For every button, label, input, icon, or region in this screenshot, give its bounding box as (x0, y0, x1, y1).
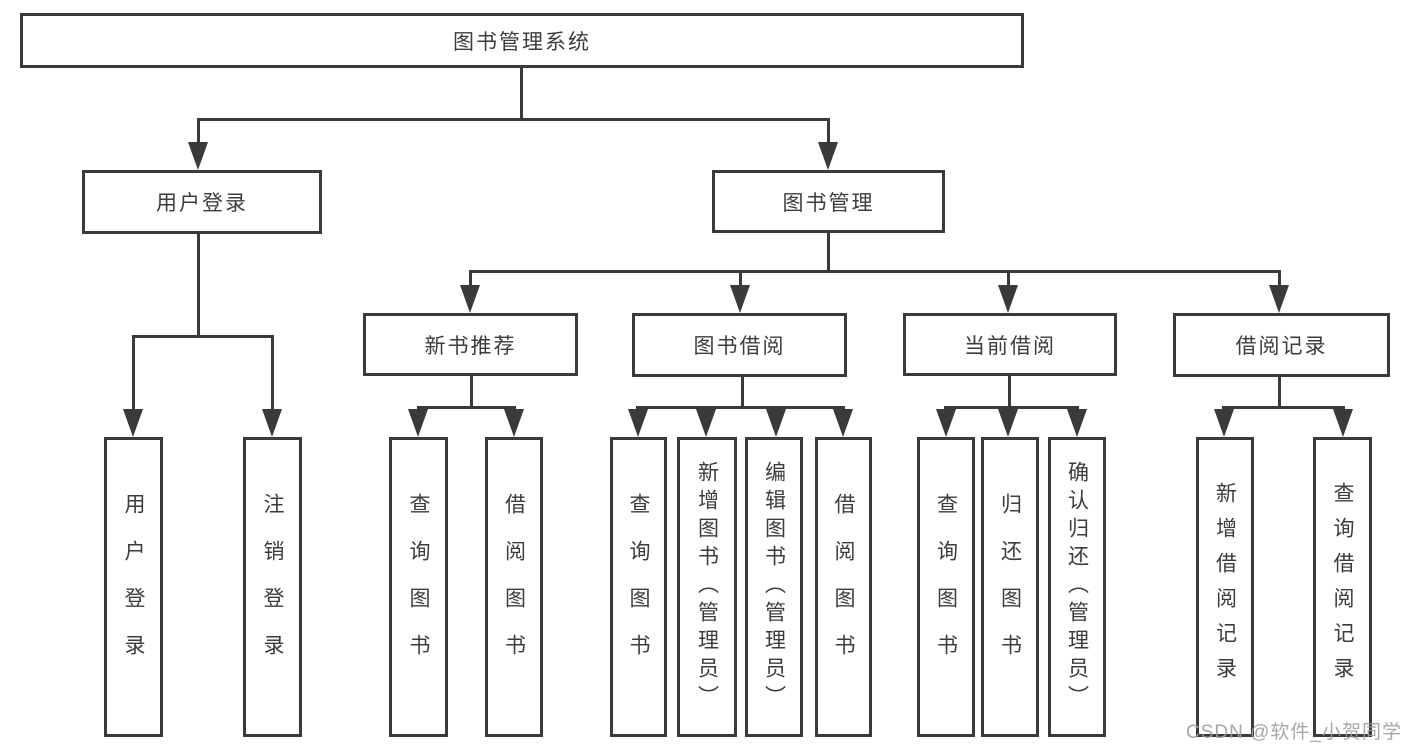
node-label: 借阅记录 (1235, 335, 1328, 358)
arrowhead-down (628, 409, 648, 437)
node-label: 借阅图书 (832, 493, 855, 681)
connector-vline (827, 118, 830, 146)
node-root-library-system: 图书管理系统 (20, 13, 1024, 68)
node-label: 查询图书 (627, 493, 650, 681)
leaf-user-login: 用户登录 (104, 437, 163, 737)
node-user-login: 用户登录 (82, 170, 322, 234)
arrowhead-down (766, 409, 786, 437)
node-label: 查询图书 (407, 493, 430, 681)
connector-hline (636, 406, 845, 409)
connector-vline (132, 335, 135, 411)
arrowhead-down (730, 285, 750, 313)
connector-hline (944, 406, 1079, 409)
connector-hline (132, 335, 274, 338)
leaf-return-books: 归还图书 (981, 437, 1039, 737)
node-label: 图书管理系统 (453, 30, 591, 54)
arrowhead-down (818, 142, 838, 170)
arrowhead-down (696, 409, 716, 437)
connector-vline (197, 118, 200, 146)
node-book-borrowing: 图书借阅 (632, 313, 847, 377)
connector-vline (520, 68, 523, 120)
arrowhead-down (460, 285, 480, 313)
arrowhead-down (262, 409, 282, 437)
leaf-logout: 注销登录 (243, 437, 302, 737)
leaf-query-borrow-record: 查询借阅记录 (1313, 437, 1372, 737)
connector-vline (469, 270, 472, 287)
leaf-query-books-recommend: 查询图书 (389, 437, 448, 737)
node-new-book-recommendation: 新书推荐 (363, 313, 578, 376)
node-borrowing-records: 借阅记录 (1173, 313, 1390, 377)
node-label: 用户登录 (122, 493, 145, 681)
node-label: 归还图书 (998, 493, 1022, 681)
arrowhead-down (936, 409, 956, 437)
connector-vline (827, 233, 830, 272)
node-book-management: 图书管理 (712, 170, 945, 233)
arrowhead-down (1269, 285, 1289, 313)
leaf-edit-books-admin: 编辑图书（管理员） (745, 437, 803, 737)
connector-vline (271, 335, 274, 411)
connector-vline (197, 234, 200, 337)
leaf-query-books-current: 查询图书 (917, 437, 975, 737)
leaf-query-books-borrow: 查询图书 (610, 437, 667, 737)
node-label: 确认归还（管理员） (1065, 461, 1089, 713)
leaf-add-borrow-record: 新增借阅记录 (1196, 437, 1254, 737)
node-label: 新书推荐 (424, 334, 517, 358)
connector-hline (197, 118, 830, 121)
arrowhead-down (408, 409, 428, 437)
connector-vline (741, 377, 744, 408)
node-label: 用户登录 (156, 192, 248, 215)
node-label: 图书借阅 (693, 335, 786, 358)
connector-vline (470, 375, 473, 408)
arrowhead-down (833, 409, 853, 437)
arrowhead-down (1067, 409, 1087, 437)
connector-hline (417, 406, 516, 409)
node-current-borrowing: 当前借阅 (903, 313, 1117, 376)
arrowhead-down (998, 285, 1018, 313)
leaf-borrow-books-recommend: 借阅图书 (485, 437, 543, 737)
arrowhead-down (188, 142, 208, 170)
leaf-add-books-admin: 新增图书（管理员） (677, 437, 737, 737)
arrowhead-down (1333, 409, 1353, 437)
node-label: 新增图书（管理员） (695, 461, 719, 713)
arrowhead-down (504, 409, 524, 437)
leaf-confirm-return-admin: 确认归还（管理员） (1048, 437, 1106, 737)
csdn-watermark: CSDN @软件_小贺同学 (1186, 722, 1402, 743)
node-label: 新增借阅记录 (1213, 482, 1237, 692)
node-label: 当前借阅 (964, 334, 1056, 358)
connector-vline (1008, 376, 1011, 408)
connector-vline (1278, 377, 1281, 408)
connector-hline (1222, 406, 1345, 409)
node-label: 查询借阅记录 (1331, 482, 1354, 692)
node-label: 编辑图书（管理员） (762, 461, 786, 713)
arrowhead-down (1214, 409, 1234, 437)
arrowhead-down (123, 409, 143, 437)
connector-vline (1278, 270, 1281, 287)
leaf-borrow-books: 借阅图书 (815, 437, 872, 737)
node-label: 图书管理 (782, 191, 875, 215)
arrowhead-down (998, 409, 1018, 437)
connector-hline (469, 270, 1281, 273)
connector-vline (739, 270, 742, 287)
connector-vline (1007, 270, 1010, 287)
node-label: 查询图书 (934, 493, 958, 681)
node-label: 借阅图书 (502, 493, 526, 681)
node-label: 注销登录 (261, 493, 284, 681)
